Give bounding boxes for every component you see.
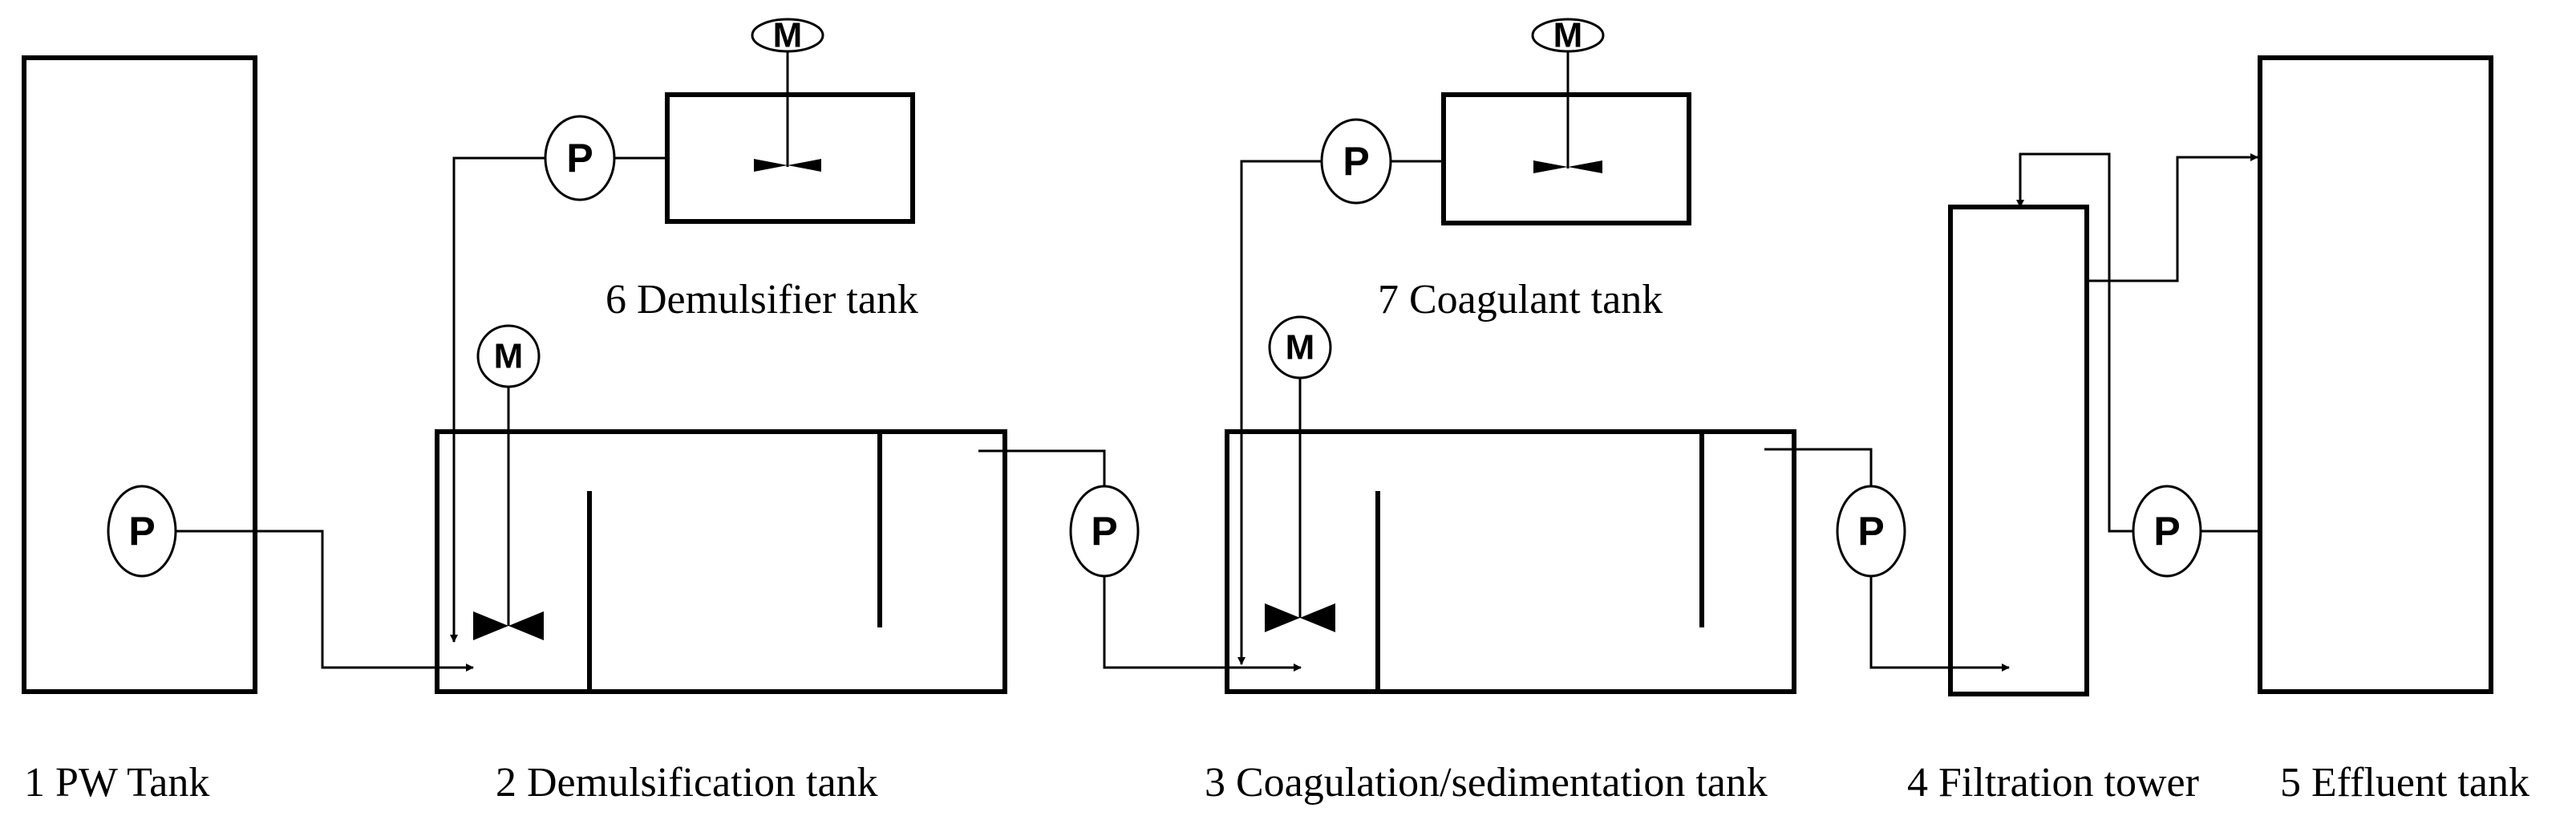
pump-label-coagulant: P (1343, 139, 1369, 184)
motor-icon-coagulant (1531, 18, 1605, 53)
pump-label-pw: P (128, 509, 155, 554)
pump-label-demulsifier: P (566, 136, 593, 181)
demulsifier-tank (665, 92, 915, 224)
motor-label-coagulant: M (1553, 16, 1583, 55)
label-coagulation-tank: 3 Coagulation/sedimentation tank (1205, 760, 1768, 806)
pump-icon-demulsification (1069, 485, 1140, 578)
filtration-tower (1948, 205, 2089, 696)
pipe-demulsification-to-coagulation-2 (1103, 563, 1302, 672)
pipe-demulsification-to-coagulation (978, 449, 1106, 499)
label-demulsifier-tank: 6 Demulsifier tank (606, 277, 918, 323)
effluent-tank (2258, 55, 2493, 694)
pump-icon-coagulation (1836, 485, 1906, 578)
pipe-coagulation-to-filtration-2 (1869, 563, 2010, 672)
label-effluent-tank: 5 Effluent tank (2280, 760, 2529, 806)
pw-tank (22, 55, 257, 694)
impeller-icon-demulsification (473, 611, 544, 640)
pipe-pw-to-demulsification (176, 530, 474, 672)
label-pw-tank: 1 PW Tank (24, 760, 209, 806)
motor-icon-demulsifier (751, 18, 824, 53)
coagulant-tank (1441, 92, 1691, 225)
motor-label-demulsification: M (494, 337, 524, 376)
label-demulsification-tank: 2 Demulsification tank (496, 760, 878, 806)
pump-label-coagulation: P (1857, 509, 1884, 554)
pipe-coagulant-dose (1237, 160, 1322, 665)
pipe-filtration-to-effluent (2087, 153, 2258, 282)
pump-icon-backwash (2132, 485, 2202, 578)
pipe-demulsifier-dose (450, 156, 545, 643)
pump-icon-demulsifier (544, 115, 616, 201)
label-coagulant-tank: 7 Coagulant tank (1378, 277, 1663, 323)
motor-label-coagulation: M (1286, 328, 1315, 367)
pump-icon-coagulant (1320, 118, 1392, 205)
label-filtration-tower: 4 Filtration tower (1907, 760, 2199, 806)
pump-label-backwash: P (2153, 509, 2180, 554)
coagulation-sedimentation-tank (1225, 429, 1796, 694)
motor-icon-demulsification (476, 324, 541, 388)
motor-label-demulsifier: M (773, 16, 803, 55)
impeller-icon-coagulant (1533, 160, 1602, 173)
pipe-coagulation-to-filtration (1764, 448, 1873, 499)
impeller-icon-coagulation (1265, 603, 1335, 632)
demulsification-tank (435, 429, 1007, 694)
pump-label-demulsification: P (1091, 509, 1117, 554)
motor-icon-coagulation (1268, 315, 1332, 380)
pump-icon-pw (107, 485, 177, 578)
pipe-backwash-2 (2016, 152, 2135, 533)
impeller-icon-demulsifier (754, 159, 821, 172)
